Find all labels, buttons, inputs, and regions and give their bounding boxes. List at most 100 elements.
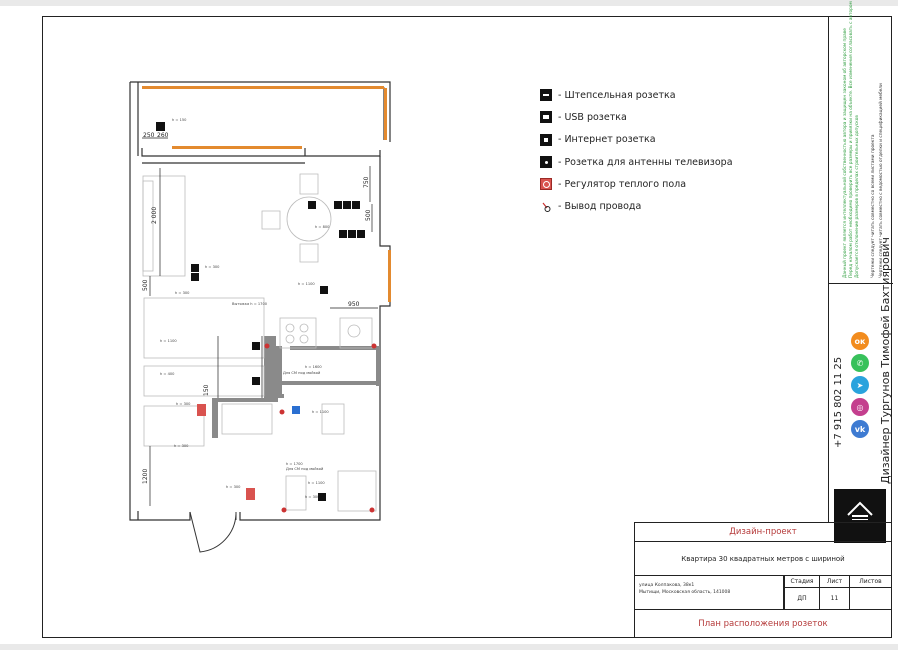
project-title: Квартира 30 квадратных метров с шириной	[634, 542, 892, 576]
socket-mark	[191, 273, 199, 281]
sofa	[142, 175, 186, 277]
svg-text:h = 300: h = 300	[175, 291, 190, 295]
svg-text:h = 300: h = 300	[176, 402, 191, 406]
dim-750: 750	[363, 176, 370, 188]
legend-item-wire: - Вывод провода	[540, 195, 733, 217]
svg-text:h = 800: h = 800	[315, 225, 330, 229]
floor-heating-regulator-icon	[540, 178, 552, 191]
internet-socket-icon	[540, 133, 552, 146]
sidebar: Данный проект является интеллектуальной …	[828, 1, 893, 522]
svg-text:h = 1100: h = 1100	[308, 481, 325, 485]
svg-text:h = 400: h = 400	[160, 372, 175, 376]
svg-text:h = 1600: h = 1600	[305, 365, 322, 369]
wire-outlet-icon	[540, 201, 552, 213]
svg-text:h = 300: h = 300	[174, 444, 189, 448]
note-green-3: Допускается отклонение размеров в предел…	[855, 115, 860, 278]
section-title: Дизайн-проект	[634, 522, 892, 542]
dim-260: 260	[157, 132, 169, 139]
wire-outlet-mark	[371, 343, 377, 349]
shower	[337, 470, 377, 512]
studio-logo	[834, 489, 886, 543]
socket-mark	[292, 406, 300, 414]
floor-plan: 250 260 2 000 500 750 500 950 1200 150 h…	[129, 81, 391, 553]
dim-250: 250	[143, 132, 155, 139]
stove	[279, 317, 317, 349]
drawing-title: План расположения розеток	[634, 610, 892, 638]
interior-walls	[212, 336, 380, 438]
dim-500: 500	[142, 279, 149, 291]
note-dark-1: Чертежи следует читать совместно со всем…	[871, 134, 876, 279]
socket-mark	[357, 230, 365, 238]
note-green-2: Перед началом работ необходимо проверить…	[849, 1, 854, 278]
regulator-mark	[197, 404, 206, 416]
legend-item-internet: - Интернет розетка	[540, 129, 733, 151]
instagram-icon[interactable]: ◎	[851, 398, 869, 416]
windows	[142, 86, 391, 302]
title-block: Дизайн-проект Квартира 30 квадратных мет…	[634, 522, 892, 638]
sheets-label: Листов	[850, 576, 892, 588]
socket-mark	[156, 122, 165, 131]
svg-text:h = 300: h = 300	[305, 495, 320, 499]
wall-right	[239, 156, 391, 521]
socket-mark	[318, 493, 326, 501]
wall-mid	[141, 148, 381, 157]
dimension-lines	[142, 137, 378, 506]
dim-1200: 1200	[142, 469, 149, 484]
legend-item-usb: - USB розетка	[540, 106, 733, 128]
chair-bottom	[299, 243, 319, 263]
dim-2000: 2 000	[151, 207, 158, 224]
note-green-1: Данный проект является интеллектуальной …	[843, 28, 848, 278]
legend-item-tv: - Розетка для антенны телевизора	[540, 151, 733, 173]
socket-mark	[191, 264, 199, 272]
wall-left-outer	[129, 82, 191, 521]
sheets-value	[850, 588, 892, 610]
wire-outlet-mark	[264, 343, 270, 349]
address: улица Колпакова, 38к1 Мытищи, Московская…	[634, 576, 784, 610]
bathtub	[221, 403, 273, 435]
regulator-mark	[246, 488, 255, 500]
socket-mark	[352, 201, 360, 209]
wall-top-inner	[142, 87, 385, 140]
dimension-texts: 250 260 2 000 500 750 500 950 1200 150	[142, 132, 372, 484]
sheet-value: 11	[820, 588, 850, 610]
wire-outlet-mark	[369, 507, 375, 513]
whatsapp-icon[interactable]: ✆	[851, 354, 869, 372]
dining-table	[286, 196, 332, 242]
socket-mark	[252, 342, 260, 350]
drawing-frame	[42, 16, 892, 638]
odnoklassniki-icon[interactable]: ок	[851, 332, 869, 350]
partition-core	[264, 336, 276, 396]
socket-mark	[252, 377, 260, 385]
legend: - Штепсельная розетка - USB розетка - Ин…	[540, 84, 733, 218]
plan-notes: h = 150 h = 800 h = 300 h = 300 h = 1100…	[160, 118, 330, 499]
socket-icon	[540, 89, 552, 102]
telegram-icon[interactable]: ➤	[851, 376, 869, 394]
svg-text:h = 300: h = 300	[226, 485, 241, 489]
sheet-label: Лист	[820, 576, 850, 588]
house-logo-icon	[847, 501, 873, 520]
svg-text:Для СМ под мойкой: Для СМ под мойкой	[286, 467, 324, 471]
legend-item-regulator: - Регулятор теплого пола	[540, 173, 733, 195]
toilet	[321, 403, 345, 435]
wall-top-outer	[130, 81, 391, 142]
designer-phone: +7 915 802 11 25	[833, 356, 844, 448]
stage-label: Стадия	[784, 576, 820, 588]
usb-socket-icon	[540, 111, 552, 124]
legend-item-socket: - Штепсельная розетка	[540, 84, 733, 106]
socket-mark	[308, 201, 316, 209]
svg-text:h = 300: h = 300	[205, 265, 220, 269]
notes-panel: Данный проект является интеллектуальной …	[829, 1, 893, 284]
svg-text:h = 1100: h = 1100	[160, 339, 177, 343]
entrance-door	[189, 511, 237, 553]
socket-mark	[320, 286, 328, 294]
socket-mark	[334, 201, 342, 209]
dim-500-b: 500	[365, 209, 372, 221]
svg-text:Для СМ под мойкой: Для СМ под мойкой	[283, 371, 321, 375]
vk-icon[interactable]: vk	[851, 420, 869, 438]
svg-text:h = 1100: h = 1100	[298, 282, 315, 286]
dim-150: 150	[203, 384, 210, 396]
socket-mark	[343, 201, 351, 209]
dim-950: 950	[348, 301, 360, 308]
furniture	[142, 173, 377, 512]
